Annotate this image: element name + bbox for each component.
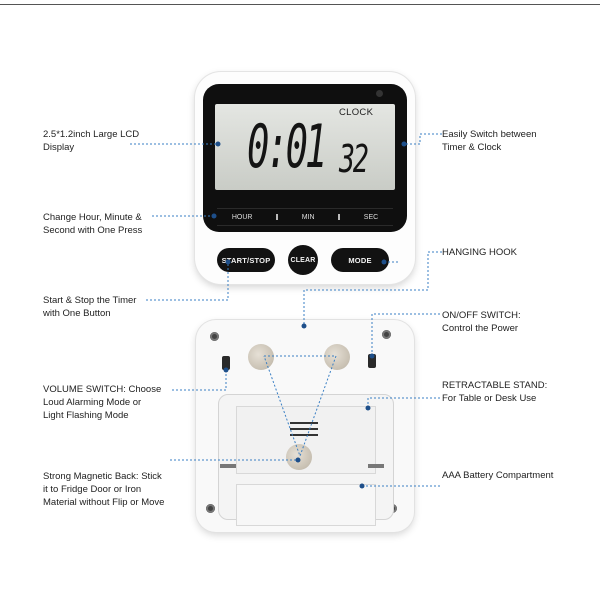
callout-lcd: 2.5*1.2inch Large LCD Display <box>43 129 140 153</box>
callout-hanging-hook: HANGING HOOK <box>442 247 517 258</box>
sensor-dot <box>376 90 383 97</box>
callout-stand: RETRACTABLE STAND: For Table or Desk Use <box>442 380 548 404</box>
min-key[interactable]: MIN <box>301 213 315 221</box>
time-select-row: HOUR MIN SEC <box>217 208 393 226</box>
key-divider <box>338 214 341 220</box>
start-stop-button[interactable]: START/STOP <box>217 248 275 272</box>
lcd-mode-label: CLOCK <box>339 107 374 118</box>
lcd-time-seconds: 32 <box>339 137 369 181</box>
timer-front: CLOCK 0:01 32 HOUR MIN SEC START/STOP CL… <box>195 72 415 284</box>
top-divider <box>0 4 600 5</box>
screw-icon <box>210 332 219 341</box>
timer-back <box>196 320 414 532</box>
callout-magnetic: Strong Magnetic Back: Stick it to Fridge… <box>43 471 165 508</box>
stand-foot <box>368 464 384 468</box>
on-off-switch[interactable] <box>368 354 376 368</box>
callout-change-time: Change Hour, Minute & Second with One Pr… <box>43 212 143 236</box>
volume-switch[interactable] <box>222 356 230 370</box>
screw-icon <box>206 504 215 513</box>
display-bezel: CLOCK 0:01 32 HOUR MIN SEC <box>203 84 407 232</box>
magnet-icon <box>248 344 274 370</box>
callout-battery: AAA Battery Compartment <box>442 470 554 481</box>
lcd-time-main: 0:01 <box>247 112 327 182</box>
battery-compartment[interactable] <box>236 484 376 526</box>
stand-grip-line <box>290 428 318 430</box>
hour-key[interactable]: HOUR <box>231 213 253 221</box>
sec-key[interactable]: SEC <box>363 213 379 221</box>
stand-grip-line <box>290 422 318 424</box>
key-divider <box>276 214 279 220</box>
lcd-display: CLOCK 0:01 32 <box>215 104 395 190</box>
callout-switch-mode: Easily Switch between Timer & Clock <box>442 129 537 153</box>
stand-grip-line <box>290 434 318 436</box>
callout-on-off: ON/OFF SWITCH: Control the Power <box>442 310 521 334</box>
clear-button[interactable]: CLEAR <box>288 245 318 275</box>
mode-button[interactable]: MODE <box>331 248 389 272</box>
screw-icon <box>382 330 391 339</box>
callout-volume: VOLUME SWITCH: Choose Loud Alarming Mode… <box>43 384 162 421</box>
stand-foot <box>220 464 236 468</box>
magnet-icon <box>286 444 312 470</box>
callout-start-stop: Start & Stop the Timer with One Button <box>43 295 137 319</box>
magnet-icon <box>324 344 350 370</box>
